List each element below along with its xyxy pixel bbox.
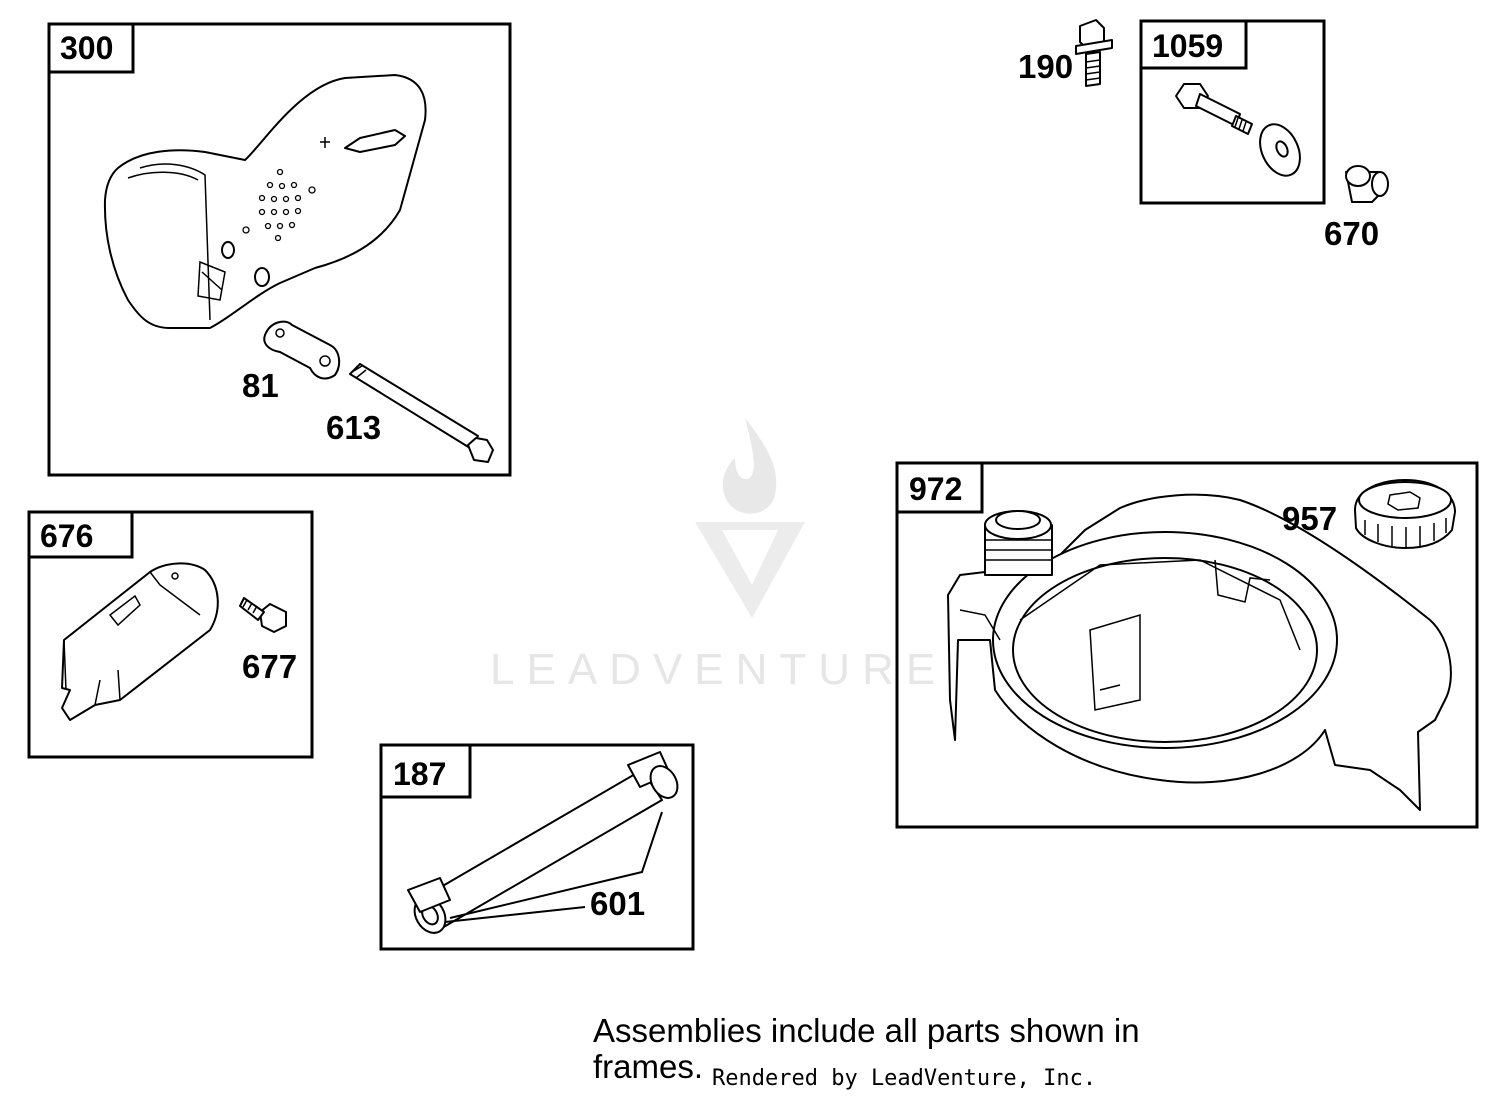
bolt-190 [1075,19,1113,87]
muffler-vent-holes [242,168,316,242]
frame-187: 187 601 [379,743,695,951]
washer [1259,123,1301,177]
fuel-neck [984,510,1053,576]
gasket-81 [263,320,341,380]
muffler-part [103,74,427,329]
frame-tag-187: 187 [393,756,446,792]
fuel-hose-part [407,751,679,934]
heat-shield-part [61,562,219,721]
screw-677 [239,597,287,633]
watermark-text: LEADVENTURE [490,645,947,694]
rendered-by-credit: Rendered by LeadVenture, Inc. [712,1066,1096,1091]
frame-300: 300 [47,22,512,477]
leadventure-watermark: LEADVENTURE [490,418,947,694]
bolt-613 [349,363,494,463]
label-190: 190 [1018,48,1073,85]
label-957: 957 [1282,500,1337,537]
frame-tag-972: 972 [909,471,962,507]
frame-972: 972 957 [895,461,1479,829]
assembly-note-line1: Assemblies include all parts shown in [593,1012,1140,1049]
label-670: 670 [1324,215,1379,252]
label-677: 677 [242,648,297,685]
label-81: 81 [242,367,279,404]
label-613: 613 [326,409,381,446]
label-601: 601 [590,885,645,922]
frame-tag-300: 300 [60,30,113,66]
fuel-tank-part [947,493,1452,811]
frame-tag-1059: 1059 [1152,28,1223,64]
assembly-note-line2: frames. [593,1048,703,1085]
frame-1059: 1059 [1139,19,1326,205]
frame-676: 676 677 [27,510,314,759]
shoulder-bolt [1175,83,1253,135]
fuel-cap-957 [1354,479,1456,549]
spacer-670 [1345,165,1389,203]
frame-tag-676: 676 [40,518,93,554]
